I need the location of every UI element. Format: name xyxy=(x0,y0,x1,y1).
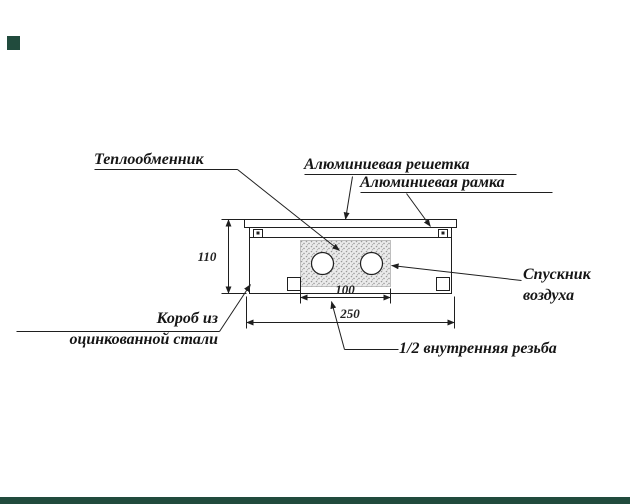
label-steel-box-line2: оцинкованной стали xyxy=(69,331,218,348)
leader-aluminum-frame xyxy=(360,192,553,227)
label-air-vent-line1: Спускник xyxy=(523,266,591,283)
label-thread: 1/2 внутренняя резьба xyxy=(399,340,557,357)
dimension-width-100 xyxy=(300,288,391,304)
leader-thread xyxy=(330,301,399,350)
label-aluminum-frame: Алюминиевая рамка xyxy=(360,174,505,191)
leader-heat-exchanger xyxy=(94,169,340,251)
label-air-vent-line2: воздуха xyxy=(523,287,575,304)
label-air-vent: Спускник воздуха xyxy=(523,264,591,306)
decor-top-left-mark xyxy=(7,36,20,50)
label-aluminum-grille: Алюминиевая решетка xyxy=(304,156,470,173)
dimension-value-110: 110 xyxy=(197,249,217,264)
decor-bottom-bar xyxy=(0,497,630,504)
grille-outline xyxy=(244,219,457,238)
pipe-left xyxy=(310,251,335,276)
dimension-value-250: 250 xyxy=(340,306,360,321)
pipe-right xyxy=(359,251,384,276)
leader-air-vent xyxy=(391,263,522,281)
label-steel-box: Короб из оцинкованной стали xyxy=(28,308,218,350)
dimension-width-250 xyxy=(246,296,455,329)
label-steel-box-line1: Короб из xyxy=(156,310,218,327)
fitting-left xyxy=(287,277,301,291)
fitting-right xyxy=(436,277,450,291)
dimension-value-100: 100 xyxy=(335,282,355,297)
leader-steel-box xyxy=(16,284,251,332)
box-outline xyxy=(249,227,452,294)
label-heat-exchanger: Теплообменник xyxy=(94,151,204,168)
dimension-height-110 xyxy=(221,219,247,294)
heat-exchanger-block xyxy=(287,240,450,291)
leader-aluminum-grille xyxy=(304,174,517,220)
